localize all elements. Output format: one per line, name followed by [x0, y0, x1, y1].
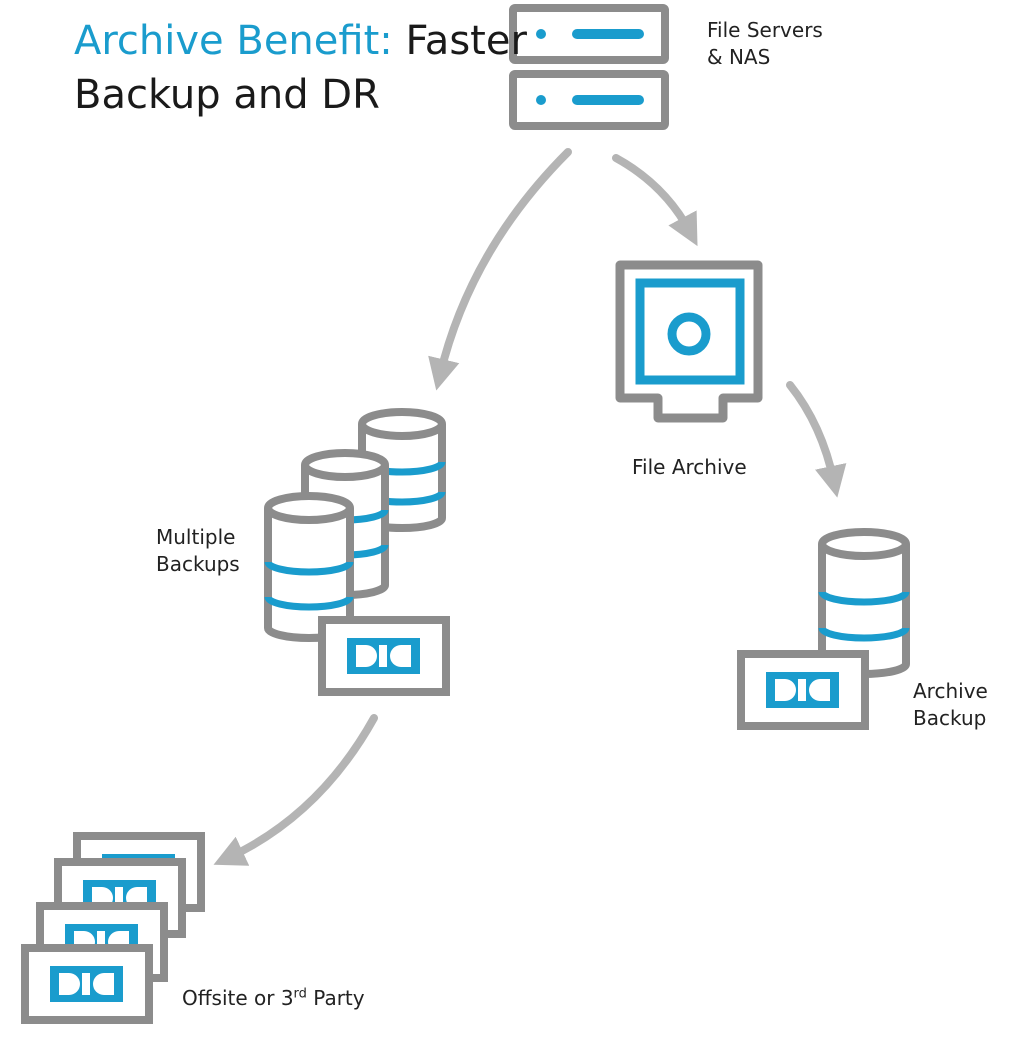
offsite-label-sup: rd [293, 986, 307, 1002]
file-archive-label: File Archive [632, 455, 747, 479]
tape-cartridge-icon [21, 944, 153, 1024]
title-line2: Backup and DR [74, 72, 380, 118]
safe-icon [615, 260, 763, 423]
archive-backup-label: Archive Backup [913, 678, 988, 732]
archive-backup-label-line1: Archive [913, 679, 988, 703]
server-icon [509, 4, 669, 130]
title-rest: Faster [405, 18, 527, 64]
title-accent: Archive Benefit: [74, 18, 393, 64]
arrow-archive-to-archive-backup [786, 381, 847, 498]
page-title: Archive Benefit: Faster Backup and DR [74, 14, 527, 122]
arrow-backups-to-offsite [213, 714, 378, 866]
offsite-label: Offsite or 3rd Party [182, 985, 365, 1012]
file-servers-label-line2: & NAS [707, 45, 771, 69]
tape-cartridge-icon [318, 616, 450, 696]
arrows-group [213, 148, 847, 866]
arrow-servers-to-archive [612, 154, 698, 247]
arrow-servers-to-backups [428, 148, 572, 391]
file-servers-label: File Servers & NAS [707, 17, 823, 71]
tape-cartridge-icon [737, 650, 869, 730]
offsite-label-suffix: Party [306, 986, 365, 1010]
archive-backup-label-line2: Backup [913, 706, 987, 730]
offsite-label-prefix: Offsite or 3 [182, 986, 294, 1010]
multiple-backups-label-line2: Backups [156, 552, 240, 576]
file-servers-label-line1: File Servers [707, 18, 823, 42]
multiple-backups-label-line1: Multiple [156, 525, 236, 549]
multiple-backups-label: Multiple Backups [156, 524, 240, 578]
